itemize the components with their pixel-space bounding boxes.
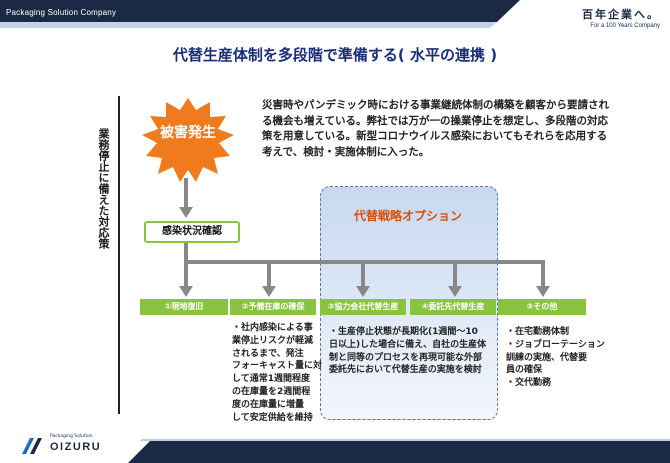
note-line: されるまで、発注 [232, 348, 304, 359]
side-divider [118, 96, 120, 414]
company-logo-text: OIZURU [50, 441, 102, 453]
footer-band [128, 439, 670, 463]
note-line: して通常1週間程度 [232, 374, 310, 385]
description-text: 災害時やパンデミック時における事業継続体制の構築を顧客から要請される機会も増えて… [262, 99, 610, 158]
option-tab-3: ③協力会社代替生産 [320, 299, 406, 315]
shared-notes: ・生産停止状態が長期化(1週間～10 日以上)した場合に備え、自社の生産体 制と… [329, 326, 504, 377]
logo-subtitle: Packaging Solution [50, 434, 93, 439]
note-line: 度の在庫量に増量 [232, 399, 305, 410]
note-line: 制と同等のプロセスを再現可能な外部 [329, 352, 483, 363]
note-line: 委託先において代替生産の実施を検討 [329, 365, 482, 376]
option-panel-title: 代替戦略オプション [353, 209, 462, 223]
option-5-notes: ・在宅勤務体制 ・ジョブローテーション 訓練の実施、代替要 員の確保 ・交代勤務 [506, 326, 626, 390]
note-line: ・在宅勤務体制 [506, 327, 570, 337]
motto-text: 百年企業へ。 [582, 8, 660, 21]
option-tab-4: ④委託先代替生産 [410, 299, 496, 315]
motto-subtext: For a 100 Years Company [590, 23, 660, 29]
header-band [0, 0, 520, 28]
damage-burst-shape [142, 98, 234, 182]
option-2-notes: ・社内感染による事 業停止リスクが軽減 されるまで、発注 フォーキャスト量に対 … [232, 322, 322, 424]
note-line: の在庫量を2週間程 [232, 386, 311, 397]
side-label: 業務停止に備えた対応策 [97, 128, 110, 249]
damage-burst-label: 被害発生 [160, 125, 216, 141]
note-line: 訓練の実施、代替要 [506, 352, 588, 363]
note-line: して安定供給を維持 [232, 412, 313, 423]
note-line: ・交代勤務 [506, 378, 552, 389]
option-tab-5: ⑤その他 [498, 299, 586, 315]
note-line: 日以上)した場合に備え、自社の生産体 [329, 339, 487, 350]
infection-check-box: 感染状況確認 [144, 221, 240, 243]
page-title: 代替生産体制を多段階で準備する( 水平の連携 ) [172, 46, 498, 64]
note-line: 業停止リスクが軽減 [232, 335, 314, 346]
company-logo-icon [22, 438, 42, 454]
note-line: ・ジョブローテーション [506, 339, 605, 350]
note-line: 員の確保 [506, 365, 543, 376]
note-line: ・社内感染による事 [232, 323, 313, 333]
motto-block: 百年企業へ。 For a 100 Years Company [582, 6, 660, 29]
option-tab-1: ①現地復旧 [140, 299, 228, 315]
note-line: フォーキャスト量に対 [232, 361, 323, 372]
note-line: ・生産停止状態が長期化(1週間～10 [329, 327, 478, 337]
option-tab-2: ②予備在庫の確保 [230, 299, 316, 315]
company-tagline: Packaging Solution Company [6, 8, 117, 17]
